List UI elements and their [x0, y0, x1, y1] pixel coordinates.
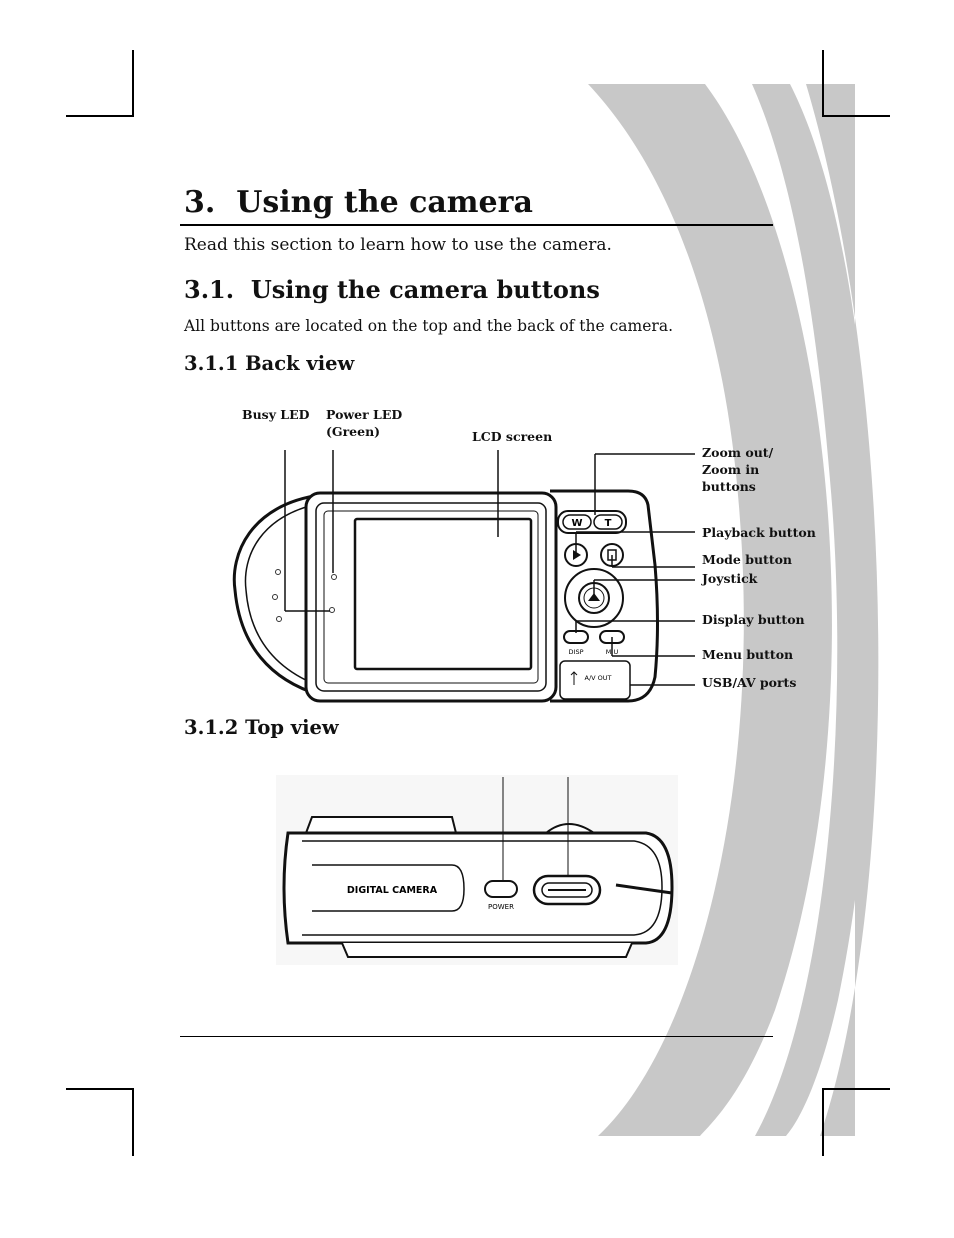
zoom-buttons — [557, 510, 627, 534]
camera-top-body — [282, 831, 674, 945]
power-button — [484, 880, 518, 898]
label-power-led: Power LED — [326, 407, 403, 422]
power-mark: POWER — [488, 903, 514, 911]
section-heading: 3.1. Using the camera buttons — [184, 273, 600, 307]
crop-mark — [66, 115, 134, 117]
brand-plate — [312, 864, 465, 912]
label-mode-button: Mode button — [702, 552, 793, 567]
grip-dot — [272, 594, 278, 600]
crop-mark — [132, 1088, 134, 1156]
play-icon — [573, 550, 581, 560]
busy-led — [329, 607, 335, 613]
section-title: Using the camera buttons — [250, 275, 600, 304]
label-zoom-1: Zoom out/ — [702, 445, 774, 460]
label-usb-av-ports: USB/AV ports — [702, 675, 797, 690]
label-power-led-color: (Green) — [326, 424, 381, 439]
zoom-w-mark: W — [571, 518, 582, 529]
label-display-button: Display button — [702, 612, 805, 627]
chapter-heading: 3. Using the camera — [184, 183, 533, 223]
camera-back-view-diagram: W T DISP M U A/V OUT — [232, 450, 695, 703]
section-number: 3.1. — [184, 275, 235, 304]
disp-mark: DISP — [569, 648, 584, 656]
crop-mark — [822, 1088, 824, 1156]
label-zoom-3: buttons — [702, 479, 756, 494]
label-joystick: Joystick — [702, 571, 758, 586]
crop-mark — [822, 50, 824, 117]
zoom-t-mark: T — [605, 518, 612, 529]
leader-lines — [284, 450, 695, 686]
brand-mark: DIGITAL CAMERA — [347, 885, 438, 896]
lens-barrel — [304, 816, 458, 834]
lcd-screen — [353, 517, 533, 671]
crop-mark — [132, 50, 134, 117]
heading-rule — [180, 224, 773, 226]
camera-top-view-diagram: DIGITAL CAMERA POWER — [276, 775, 678, 965]
wrist-strap — [615, 883, 673, 895]
grip-dot — [275, 569, 281, 575]
power-led — [331, 574, 337, 580]
label-busy-led: Busy LED — [242, 407, 310, 422]
usb-icon — [570, 671, 578, 685]
intro-text: Read this section to learn how to use th… — [184, 235, 612, 255]
av-out-mark: A/V OUT — [585, 674, 612, 682]
footer-rule — [180, 1036, 773, 1037]
chapter-number: 3. — [184, 185, 216, 220]
section-body: All buttons are located on the top and t… — [184, 317, 673, 335]
crop-mark — [822, 115, 890, 117]
label-lcd-screen: LCD screen — [472, 429, 553, 444]
label-menu-button: Menu button — [702, 647, 794, 662]
back-view-heading: 3.1.1 Back view — [184, 352, 355, 375]
label-zoom-2: Zoom in — [702, 462, 760, 477]
chapter-title: Using the camera — [236, 185, 533, 220]
crop-mark — [822, 1088, 890, 1090]
crop-mark — [66, 1088, 134, 1090]
top-view-heading: 3.1.2 Top view — [184, 716, 339, 739]
grip-dot — [276, 616, 282, 622]
usb-av-door — [559, 660, 631, 700]
label-playback-button: Playback button — [702, 525, 816, 540]
